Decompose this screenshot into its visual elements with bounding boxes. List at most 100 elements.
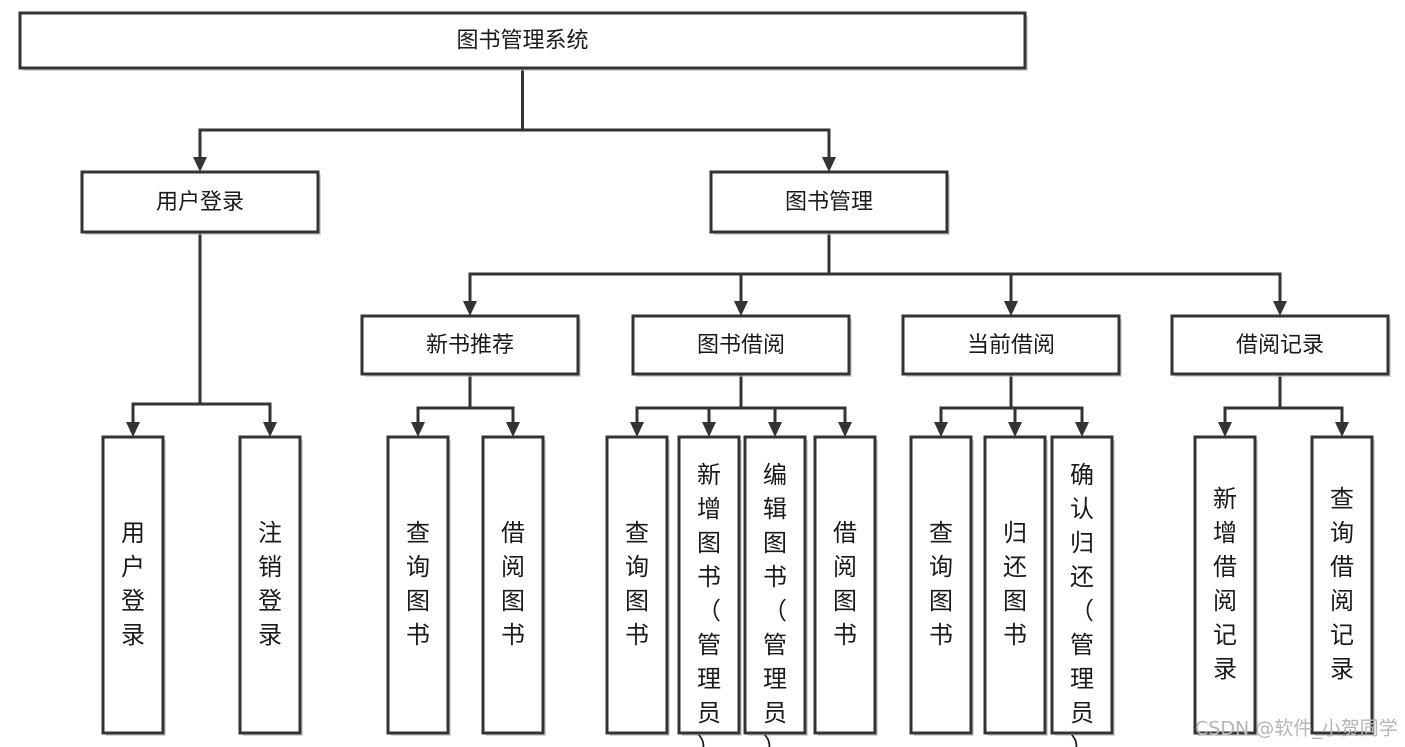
node-label-char: 阅 (501, 553, 525, 581)
node-rect (80, 170, 320, 234)
node-label-char: 辑 (763, 495, 787, 523)
node-rect (360, 314, 580, 376)
node-rect (901, 314, 1121, 376)
node-new-book-recommend: 新书推荐 (360, 314, 581, 377)
node-label-char: 管 (1070, 631, 1094, 659)
node-label-char: 查 (406, 519, 430, 547)
connectors-layer (126, 66, 1349, 437)
node-label: 图书借阅 (697, 333, 785, 358)
node-label-char: 图 (929, 587, 953, 615)
connector-group-root (193, 66, 836, 172)
node-label-char: 录 (121, 621, 145, 649)
node-label-char: 用 (121, 519, 145, 547)
node-label-char: 记 (1330, 621, 1354, 649)
node-label-char: 增 (697, 495, 721, 523)
node-label-char: 书 (625, 621, 649, 649)
node-label-char: 理 (1070, 665, 1094, 693)
node-label-char: 还 (1003, 553, 1027, 581)
node-label-char: 管 (697, 631, 721, 659)
node-label-char: 图 (1003, 587, 1027, 615)
arrow-head (1004, 301, 1018, 316)
arrow-head (1008, 422, 1022, 437)
node-label-char: 书 (763, 563, 787, 591)
node-label-char: 增 (1213, 519, 1237, 547)
node-label-char: 归 (1003, 519, 1027, 547)
node-rect (983, 435, 1047, 735)
node-rect (743, 435, 807, 735)
node-label-char: 书 (697, 563, 721, 591)
csdn-watermark: CSDN @软件_小贺同学 (1195, 718, 1398, 740)
node-rect (481, 435, 545, 735)
arrow-head (1273, 301, 1287, 316)
node-label: 图书管理 (785, 190, 873, 215)
node-book-management: 图书管理 (709, 170, 950, 235)
node-label-char: ） (1070, 733, 1094, 747)
node-label-char: 询 (406, 553, 430, 581)
node-label: 新书推荐 (426, 333, 514, 358)
connector-group-book-management (463, 230, 1287, 316)
node-label-char: 书 (1003, 621, 1027, 649)
node-label-char: 编 (763, 461, 787, 489)
node-label-char: 确 (1070, 461, 1094, 489)
arrow-head (768, 422, 782, 437)
node-rect (813, 435, 877, 735)
node-rect (1050, 435, 1114, 735)
node-label-char: 新 (697, 461, 721, 489)
arrow-head (838, 422, 852, 437)
node-book-borrow: 图书借阅 (631, 314, 852, 377)
node-rect (631, 314, 851, 376)
arrow-head (630, 422, 644, 437)
nodes-layer: 图书管理系统用户登录图书管理新书推荐图书借阅当前借阅借阅记录用户登录注销登录查询… (18, 11, 1391, 747)
node-label-char: 阅 (1213, 587, 1237, 615)
node-label-char: 借 (833, 519, 857, 547)
connector-group-user-login (126, 230, 277, 437)
connector-group-new-book-recommend (411, 372, 520, 437)
node-rect (677, 435, 741, 735)
node-label-char: 员 (1070, 699, 1094, 727)
node-label-char: 图 (625, 587, 649, 615)
node-label-char: 图 (833, 587, 857, 615)
node-label-char: 书 (929, 621, 953, 649)
node-label-char: 记 (1213, 621, 1237, 649)
node-label-char: 借 (1213, 553, 1237, 581)
node-label-char: 阅 (1330, 587, 1354, 615)
node-label-char: 询 (1330, 519, 1354, 547)
arrow-head (1335, 422, 1349, 437)
node-label-char: 归 (1070, 529, 1094, 557)
node-label-char: 借 (1330, 553, 1354, 581)
connector-group-current-borrow (934, 372, 1089, 437)
arrow-head (463, 301, 477, 316)
node-label-char: 认 (1070, 495, 1094, 523)
node-rect (18, 11, 1027, 70)
arrow-head (734, 301, 748, 316)
node-label-char: ） (763, 733, 787, 747)
node-label: 用户登录 (156, 190, 244, 215)
node-label-char: 新 (1213, 485, 1237, 513)
node-label-char: 查 (929, 519, 953, 547)
node-label-char: 阅 (833, 553, 857, 581)
node-label-char: 注 (258, 519, 282, 547)
connector-group-book-borrow (630, 372, 852, 437)
node-leaf-user-login: 用户登录 (101, 435, 166, 736)
node-current-borrow: 当前借阅 (901, 314, 1122, 377)
node-rect (1170, 314, 1390, 376)
node-label-char: 录 (1330, 655, 1354, 683)
node-label-char: 登 (258, 587, 282, 615)
node-label-char: 录 (258, 621, 282, 649)
node-rect (1193, 435, 1257, 735)
node-rect (101, 435, 165, 735)
node-label-char: 员 (763, 699, 787, 727)
node-label-char: ） (697, 733, 721, 747)
node-rect (909, 435, 973, 735)
arrow-head (934, 422, 948, 437)
node-label-char: 还 (1070, 563, 1094, 591)
node-label-char: 管 (763, 631, 787, 659)
node-label-char: 理 (697, 665, 721, 693)
